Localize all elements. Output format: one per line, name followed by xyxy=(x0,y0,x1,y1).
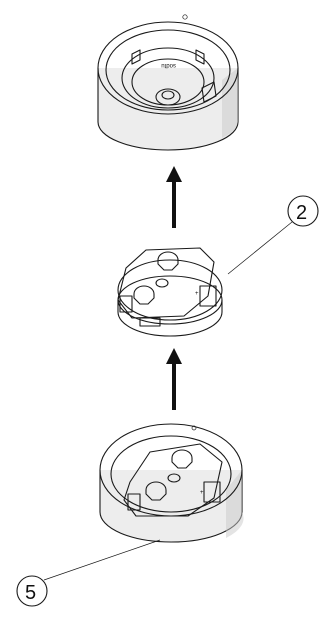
base-assembly: + xyxy=(99,423,244,543)
callout-2-number: 2 xyxy=(296,202,307,224)
plus-mark: + xyxy=(195,291,199,297)
arrow-up-upper-icon xyxy=(166,166,182,228)
callout-2: 2 xyxy=(227,195,319,275)
battery-holder-part: + xyxy=(117,247,223,337)
plus-mark-base: + xyxy=(200,490,204,496)
housing-label: sodtu xyxy=(161,62,176,68)
arrow-up-lower-icon xyxy=(166,348,182,410)
callout-5-number: 5 xyxy=(25,582,36,604)
callout-5: 5 xyxy=(16,539,161,607)
top-housing: sodtu xyxy=(97,14,239,151)
